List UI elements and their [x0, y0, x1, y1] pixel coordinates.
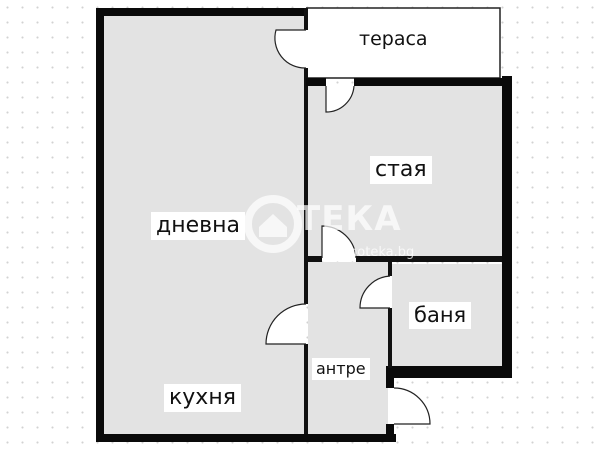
room-label-bathroom: баня	[409, 302, 472, 329]
door-hall-living	[265, 303, 307, 345]
door-room-hall	[321, 225, 357, 259]
door-entrance	[393, 387, 431, 425]
wall-hall-right	[386, 366, 394, 388]
room-label-hall: антре	[312, 358, 370, 380]
wall-right	[502, 76, 512, 378]
wall-room-hall-b	[356, 256, 502, 262]
wall-left	[96, 8, 104, 442]
wall-living-room	[304, 8, 308, 30]
watermark: ТЕКА imoteka.bg	[245, 193, 445, 268]
wall-hall-bath	[388, 262, 392, 276]
room-label-living: дневна	[151, 212, 245, 240]
door-terrace-room	[325, 85, 355, 113]
wall-bottom	[96, 434, 396, 442]
door-hall-bath	[359, 275, 391, 309]
wall-living-room-low	[304, 344, 308, 434]
room-label-room: стая	[370, 156, 432, 184]
wall-top	[96, 8, 308, 16]
wall-hall-right-lower	[386, 424, 394, 442]
watermark-brand-text: ТЕКА	[297, 199, 402, 239]
wall-room-hall	[308, 256, 322, 262]
wall-terrace-room	[306, 78, 326, 86]
door-living-terrace	[274, 29, 307, 69]
room-label-kitchen: кухня	[164, 384, 241, 412]
wall-living-room-mid	[304, 68, 308, 304]
room-label-terrace: тераса	[355, 28, 432, 51]
wall-hall-bath-b	[388, 308, 392, 368]
home-logo-icon	[245, 195, 302, 253]
watermark-url: imoteka.bg	[341, 245, 415, 260]
wall-terrace-room-b	[354, 78, 512, 86]
wall-bath-bottom	[386, 366, 512, 378]
